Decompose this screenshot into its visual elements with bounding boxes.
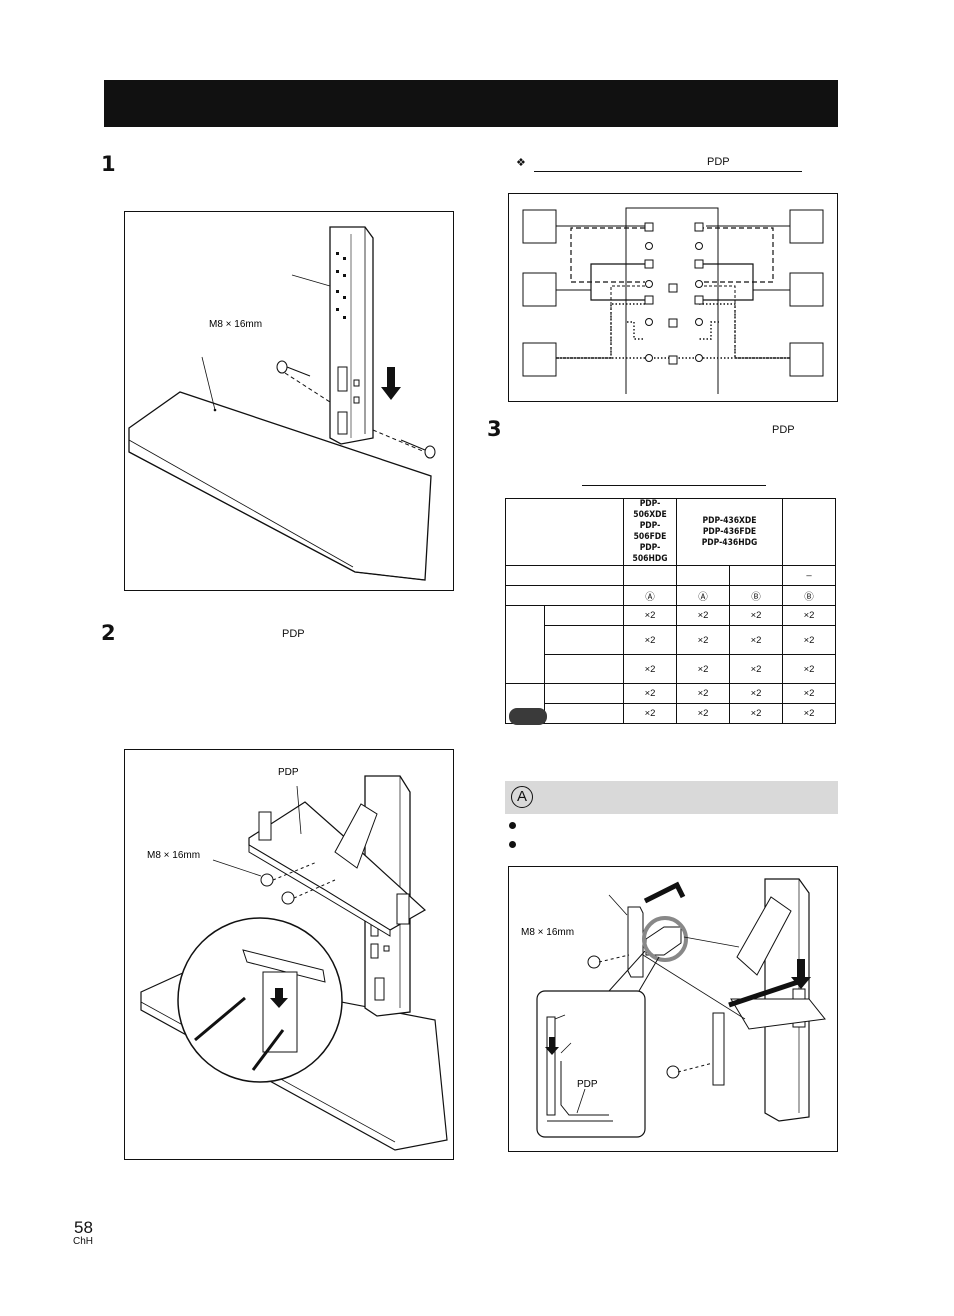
table-cell: ×2: [676, 703, 730, 724]
table-cell: ×2: [676, 625, 730, 655]
table-cell: ×2: [729, 703, 783, 724]
table-cell: ×2: [729, 683, 783, 704]
section-a-band: [505, 781, 838, 814]
table-cell: ×2: [623, 703, 677, 724]
table-row: ×2 ×2 ×2 ×2: [505, 683, 836, 724]
table-cell: [676, 565, 730, 586]
table-header-blank: [505, 498, 624, 566]
table-row: ×2 ×2 ×2 ×2: [506, 703, 836, 724]
model-pdp-506xde: PDP-506XDE: [633, 499, 667, 520]
table-cell: ×2: [782, 703, 836, 724]
mounting-hole-diagram: [508, 193, 838, 402]
table-cell: [729, 565, 783, 586]
note-badge: [509, 708, 547, 725]
model-pdp-436hdg: PDP-436HDG: [701, 537, 758, 548]
model-pdp-436fde: PDP-436FDE: [702, 526, 757, 537]
figure-1-illustration: M8 × 16mm: [128, 226, 436, 581]
table-cell: ×2: [623, 654, 677, 684]
section-a-marker: A: [511, 786, 533, 808]
table-cell: ×2: [782, 605, 836, 626]
table-cell: ×2: [729, 605, 783, 626]
table-row: –: [505, 565, 836, 586]
table-cell: Ⓐ: [623, 585, 677, 606]
table-cell: ×2: [729, 654, 783, 684]
table-cell: ×2: [623, 625, 677, 655]
table-cell: Ⓐ: [676, 585, 730, 606]
figure-2-illustration: PDP M8 × 16mm: [140, 767, 448, 1151]
diagram-heading-bullet: ❖: [516, 157, 526, 169]
table-cell: [623, 565, 677, 586]
table-cell: ×2: [782, 654, 836, 684]
step-3-number: 3: [487, 417, 502, 441]
mounting-hole-diagram-svg: [522, 207, 824, 394]
table-cell: Ⓑ: [782, 585, 836, 606]
table-row-label: [505, 565, 624, 586]
table-group-label: [505, 605, 545, 684]
bullet-dot-icon: [509, 841, 516, 848]
table-header-row: PDP-506XDE PDP-506FDE PDP-506HDG PDP-436…: [505, 498, 836, 566]
figure-1-stand-assembly: M8 × 16mm: [124, 211, 454, 591]
table-header-model-506: PDP-506XDE PDP-506FDE PDP-506HDG: [623, 498, 677, 566]
table-row: ×2 ×2 ×2 ×2: [506, 625, 836, 655]
table-row-label: [544, 703, 624, 724]
table-row-label: [505, 585, 624, 606]
diagram-heading-pdp: PDP: [707, 156, 730, 168]
table-row: ×2 ×2 ×2 ×2: [506, 654, 836, 684]
model-spec-table: PDP-506XDE PDP-506FDE PDP-506HDG PDP-436…: [505, 498, 836, 724]
table-cell: ×2: [676, 683, 730, 704]
model-pdp-506fde: PDP-506FDE: [633, 521, 667, 542]
section-header-bar: [104, 80, 838, 127]
table-cell: ×2: [676, 654, 730, 684]
step-2-number: 2: [101, 621, 116, 645]
table-row: ×2 ×2 ×2 ×2: [505, 605, 836, 684]
table-cell: ×2: [676, 605, 730, 626]
figure-1-screw-label: M8 × 16mm: [209, 319, 262, 330]
figure-2-pdp-label: PDP: [278, 767, 299, 778]
table-cell: –: [782, 565, 836, 586]
table-cell: ×2: [623, 683, 677, 704]
table-header-model-436: PDP-436XDE PDP-436FDE PDP-436HDG: [676, 498, 783, 566]
table-cell: Ⓑ: [729, 585, 783, 606]
step-3-pdp-label: PDP: [772, 424, 795, 436]
figure-3-pdp-label: PDP: [577, 1079, 598, 1090]
table-cell: ×2: [782, 625, 836, 655]
figure-3-screw-label: M8 × 16mm: [521, 927, 574, 938]
figure-2-bracket-mounting: PDP M8 × 16mm: [124, 749, 454, 1160]
table-row-label: [544, 654, 624, 684]
table-row-label: [544, 625, 624, 655]
table-header-blank-4: [782, 498, 836, 566]
step-1-number: 1: [101, 152, 116, 176]
table-row: Ⓐ Ⓐ Ⓑ Ⓑ: [505, 585, 836, 606]
step-2-pdp-label: PDP: [282, 628, 305, 640]
table-row-label: [544, 605, 624, 626]
figure-3-illustration: M8 × 16mm PDP: [521, 878, 826, 1138]
step-3-underline: [582, 485, 766, 486]
table-cell: ×2: [782, 683, 836, 704]
table-cell: ×2: [623, 605, 677, 626]
figure-3-bracket-detail: M8 × 16mm PDP: [508, 866, 838, 1152]
figure-2-screw-label: M8 × 16mm: [147, 850, 200, 861]
table-cell: ×2: [729, 625, 783, 655]
model-pdp-506hdg: PDP-506HDG: [632, 543, 668, 564]
bullet-dot-icon: [509, 822, 516, 829]
diagram-heading-underline: [534, 171, 802, 172]
page-language-code: ChH: [73, 1236, 94, 1247]
table-row-label: [544, 683, 624, 704]
model-pdp-436xde: PDP-436XDE: [702, 515, 757, 526]
page-number: 58: [74, 1218, 93, 1237]
